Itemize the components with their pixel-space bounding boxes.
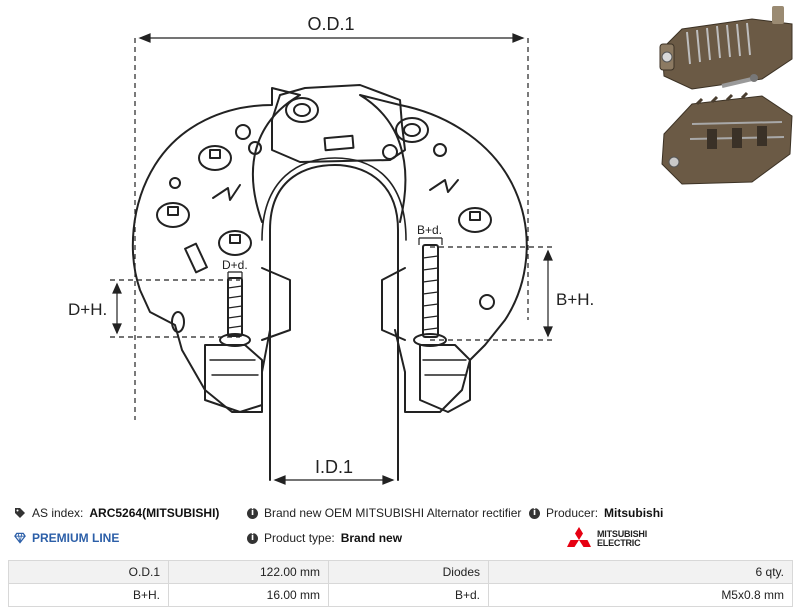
left-leg	[204, 344, 263, 413]
spec-label: Diodes	[328, 560, 489, 584]
id-label: I.D.1	[315, 457, 353, 477]
description-text: Brand new OEM MITSUBISHI Alternator rect…	[264, 506, 522, 520]
rectifier-body-right	[359, 94, 528, 413]
info-circle-icon: i	[247, 507, 258, 519]
mitsubishi-electric-logo: MITSUBISHI ELECTRIC	[566, 527, 647, 550]
as-index-label: AS index:	[32, 506, 84, 520]
rectifier-body-left	[131, 87, 301, 413]
diode-hole	[156, 202, 190, 228]
product-photos	[659, 6, 793, 185]
diode-hole	[458, 207, 492, 233]
producer-label: Producer:	[546, 506, 599, 520]
as-index-value: ARC5264(MITSUBISHI)	[89, 506, 220, 520]
logo-line-2: ELECTRIC	[597, 537, 641, 548]
table-row: B+H. 16.00 mm B+d. M5x0.8 mm	[8, 583, 793, 607]
specs-table: O.D.1 122.00 mm Diodes 6 qty. B+H. 16.00…	[8, 560, 793, 607]
logo-line-1: MITSUBISHI	[597, 528, 648, 539]
producer: i Producer: Mitsubishi	[529, 506, 663, 520]
product-type: i Product type: Brand new	[247, 531, 402, 545]
spec-value: M5x0.8 mm	[488, 583, 793, 607]
od-label: O.D.1	[307, 14, 354, 34]
producer-value: Mitsubishi	[604, 506, 664, 520]
product-info: AS index: ARC5264(MITSUBISHI) i Brand ne…	[0, 500, 800, 560]
spec-value: 16.00 mm	[168, 583, 329, 607]
dd-label: D+d.	[222, 258, 248, 272]
right-leg-tab	[381, 267, 406, 341]
bh-label: B+H.	[556, 290, 594, 309]
product-type-value: Brand new	[340, 531, 403, 545]
left-stud	[227, 277, 243, 337]
spec-label: B+H.	[8, 583, 169, 607]
inner-opening	[269, 164, 399, 481]
spec-label: B+d.	[328, 583, 489, 607]
product-photo-top	[659, 6, 793, 90]
left-leg-tab	[261, 267, 291, 341]
diode-hole	[218, 230, 252, 256]
diode-hole	[395, 117, 429, 143]
right-stud	[422, 244, 439, 338]
as-index: AS index: ARC5264(MITSUBISHI)	[14, 506, 219, 520]
bd-label: B+d.	[417, 223, 442, 237]
inner-opening-rim	[261, 157, 407, 241]
dh-label: D+H.	[68, 300, 107, 319]
product-type-label: Product type:	[264, 531, 335, 545]
tag-icon	[14, 507, 26, 519]
description: i Brand new OEM MITSUBISHI Alternator re…	[247, 506, 521, 520]
top-block	[271, 84, 406, 163]
spec-value: 122.00 mm	[168, 560, 329, 584]
rectifier-technical-drawing: O.D.1 I.D.1 D+H. B+H. D+d. B+d.	[68, 14, 594, 485]
spec-label: O.D.1	[8, 560, 169, 584]
table-row: O.D.1 122.00 mm Diodes 6 qty.	[8, 560, 793, 584]
product-photo-bottom	[661, 91, 793, 185]
diamond-icon	[14, 532, 26, 544]
diode-hole	[285, 97, 319, 123]
premium-line: PREMIUM LINE	[14, 531, 119, 545]
spec-value: 6 qty.	[488, 560, 793, 584]
right-leg	[419, 344, 471, 413]
mitsubishi-diamonds-icon	[567, 527, 591, 547]
info-circle-icon: i	[529, 507, 540, 519]
diode-hole	[198, 145, 232, 171]
info-circle-icon: i	[247, 532, 258, 544]
premium-line-label: PREMIUM LINE	[32, 531, 120, 545]
